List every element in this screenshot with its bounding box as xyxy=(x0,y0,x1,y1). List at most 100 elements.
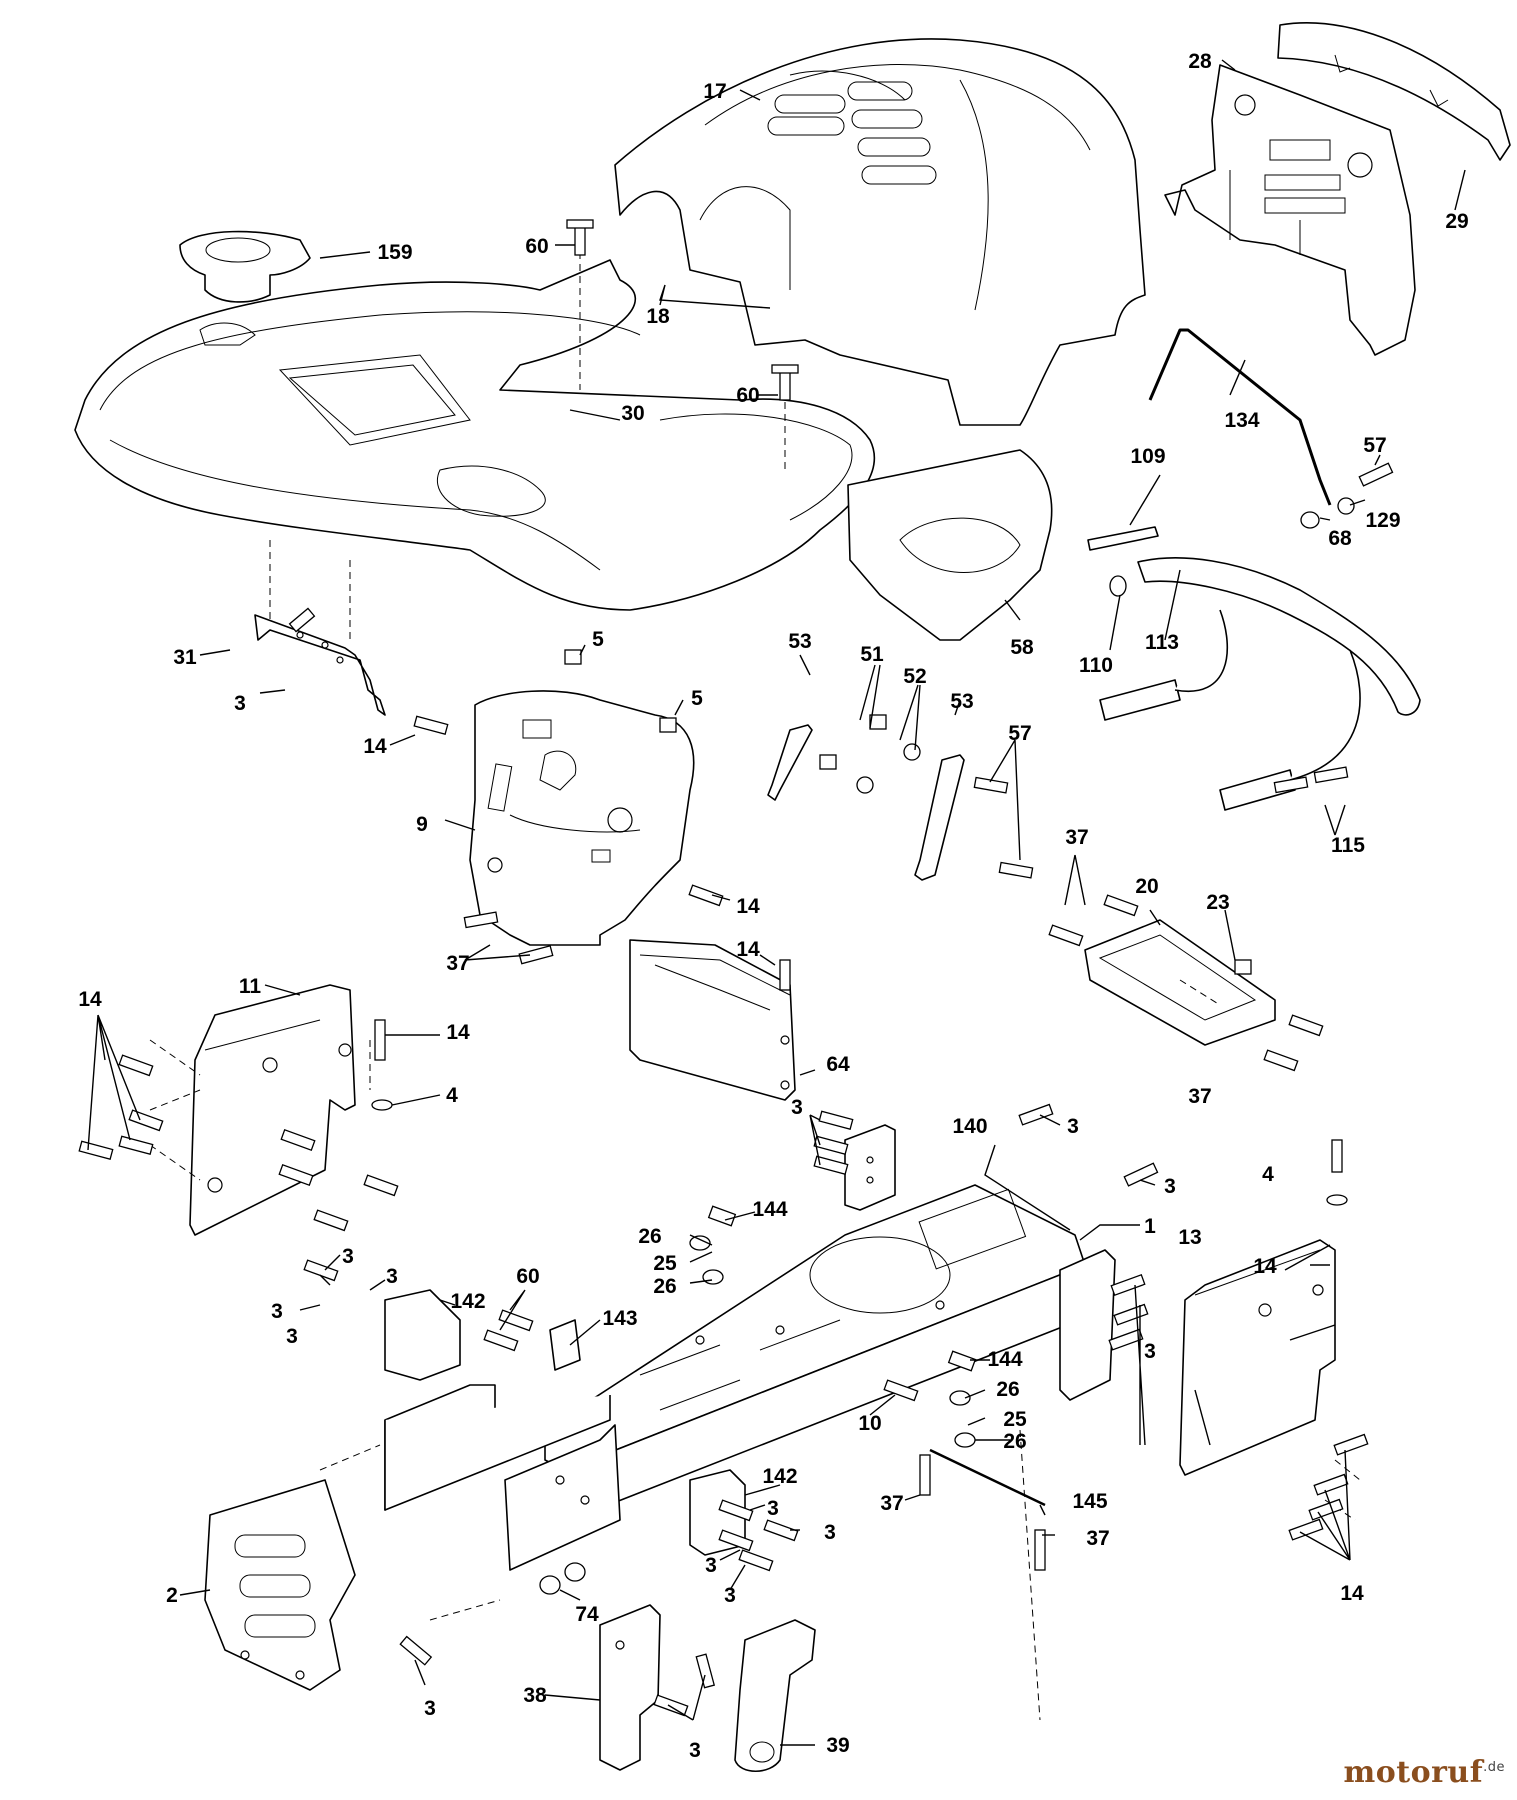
callout-14c: 14 xyxy=(736,938,760,961)
callout-4b: 4 xyxy=(1262,1163,1274,1186)
callout-3d: 3 xyxy=(1164,1175,1176,1198)
plate-142-left-part xyxy=(384,1289,461,1381)
callout-14f: 14 xyxy=(1253,1255,1277,1278)
callout-3q: 3 xyxy=(689,1739,701,1762)
callout-11: 11 xyxy=(239,975,262,998)
callout-9: 9 xyxy=(416,813,428,836)
callout-68: 68 xyxy=(1328,527,1352,550)
bracket-39-part xyxy=(734,1619,816,1773)
watermark-brand: motoruf xyxy=(1343,1755,1484,1790)
callout-115: 115 xyxy=(1331,834,1365,857)
bracket-38-part xyxy=(599,1604,661,1771)
callout-58: 58 xyxy=(1010,636,1034,659)
callout-1: 1 xyxy=(1144,1215,1156,1238)
callout-159: 159 xyxy=(377,241,412,264)
callout-145: 145 xyxy=(1072,1490,1107,1513)
callout-144: 144 xyxy=(752,1198,787,1221)
callout-64: 64 xyxy=(826,1053,850,1076)
battery-tray-part xyxy=(1084,919,1276,1046)
bar-109-part xyxy=(1087,526,1159,551)
callout-37d: 37 xyxy=(880,1492,903,1515)
callout-14b: 14 xyxy=(736,895,760,918)
callout-23: 23 xyxy=(1206,891,1229,914)
callout-13: 13 xyxy=(1178,1226,1201,1249)
callout-74: 74 xyxy=(575,1603,599,1626)
callout-3m: 3 xyxy=(824,1521,836,1544)
callout-25: 25 xyxy=(653,1252,677,1275)
callout-52: 52 xyxy=(903,665,926,688)
callout-31: 31 xyxy=(173,646,197,669)
callout-20: 20 xyxy=(1135,875,1158,898)
callout-10: 10 xyxy=(858,1412,881,1435)
callout-26c: 26 xyxy=(996,1378,1019,1401)
callout-39: 39 xyxy=(826,1734,849,1757)
dash-support-part xyxy=(629,939,796,1101)
callout-4: 4 xyxy=(446,1084,458,1107)
callout-3i: 3 xyxy=(1144,1340,1156,1363)
callout-60b: 60 xyxy=(736,384,759,407)
bumper-part xyxy=(1277,22,1511,161)
seat-bracket-part xyxy=(254,614,386,716)
callout-26d: 26 xyxy=(1003,1430,1026,1453)
callout-25b: 25 xyxy=(1003,1408,1027,1431)
callout-37c: 37 xyxy=(1188,1085,1211,1108)
callout-2: 2 xyxy=(166,1584,178,1607)
watermark-logo: motoruf.de xyxy=(1343,1755,1505,1790)
callout-51: 51 xyxy=(860,643,884,666)
callout-29: 29 xyxy=(1445,210,1468,233)
handle-113-part xyxy=(1099,557,1421,811)
hood-vent-grille xyxy=(767,81,937,185)
callout-26: 26 xyxy=(638,1225,661,1248)
callout-3n: 3 xyxy=(705,1554,717,1577)
right-frame-side-part xyxy=(1059,1249,1116,1401)
watermark-suffix: .de xyxy=(1483,1760,1505,1775)
callout-144b: 144 xyxy=(987,1348,1022,1371)
callout-14: 14 xyxy=(363,735,387,758)
callout-53: 53 xyxy=(788,630,811,653)
callout-3e: 3 xyxy=(342,1245,354,1268)
callout-38: 38 xyxy=(523,1684,547,1707)
link-53-left-part xyxy=(767,724,813,801)
callout-30: 30 xyxy=(621,402,644,425)
callout-53b: 53 xyxy=(950,690,973,713)
seat-cup-part xyxy=(179,230,311,303)
callout-14g: 14 xyxy=(1340,1582,1364,1605)
callout-110: 110 xyxy=(1079,654,1113,677)
callout-3h: 3 xyxy=(286,1325,298,1348)
bracket-143-part xyxy=(549,1319,581,1371)
callout-3f: 3 xyxy=(386,1265,398,1288)
grille-part xyxy=(1164,64,1416,356)
tank-rod-part xyxy=(1148,328,1332,506)
callout-129: 129 xyxy=(1365,509,1400,532)
callout-labels: 17 28 29 60 159 18 30 60 134 109 57 129 … xyxy=(78,50,1468,1762)
alignment-lines xyxy=(149,240,1361,1721)
callout-113: 113 xyxy=(1145,631,1179,654)
rear-frame-right-part xyxy=(504,1424,621,1571)
shroud-part xyxy=(847,449,1053,641)
callout-3p: 3 xyxy=(424,1697,436,1720)
dash-panel-part xyxy=(469,690,695,946)
callout-17: 17 xyxy=(703,80,726,103)
callout-142: 142 xyxy=(450,1290,485,1313)
callout-60: 60 xyxy=(525,235,548,258)
callout-28: 28 xyxy=(1188,50,1212,73)
left-side-panel-part xyxy=(189,984,356,1236)
callout-5b: 5 xyxy=(691,687,703,710)
leader-lines xyxy=(87,59,1466,1746)
callout-57: 57 xyxy=(1363,434,1386,457)
hood-part xyxy=(614,38,1146,426)
callout-3l: 3 xyxy=(767,1497,779,1520)
callout-3: 3 xyxy=(234,692,246,715)
fender-part xyxy=(74,259,876,611)
callout-109: 109 xyxy=(1130,445,1165,468)
callout-37e: 37 xyxy=(1086,1527,1109,1550)
callout-3c: 3 xyxy=(1067,1115,1079,1138)
callout-3o: 3 xyxy=(724,1584,736,1607)
callout-57b: 57 xyxy=(1008,722,1031,745)
callout-14d: 14 xyxy=(78,988,102,1011)
rod-145-part xyxy=(929,1448,1046,1507)
callout-134: 134 xyxy=(1224,409,1259,432)
callout-140: 140 xyxy=(952,1115,987,1138)
callout-60c: 60 xyxy=(516,1265,539,1288)
callout-3b: 3 xyxy=(791,1096,803,1119)
